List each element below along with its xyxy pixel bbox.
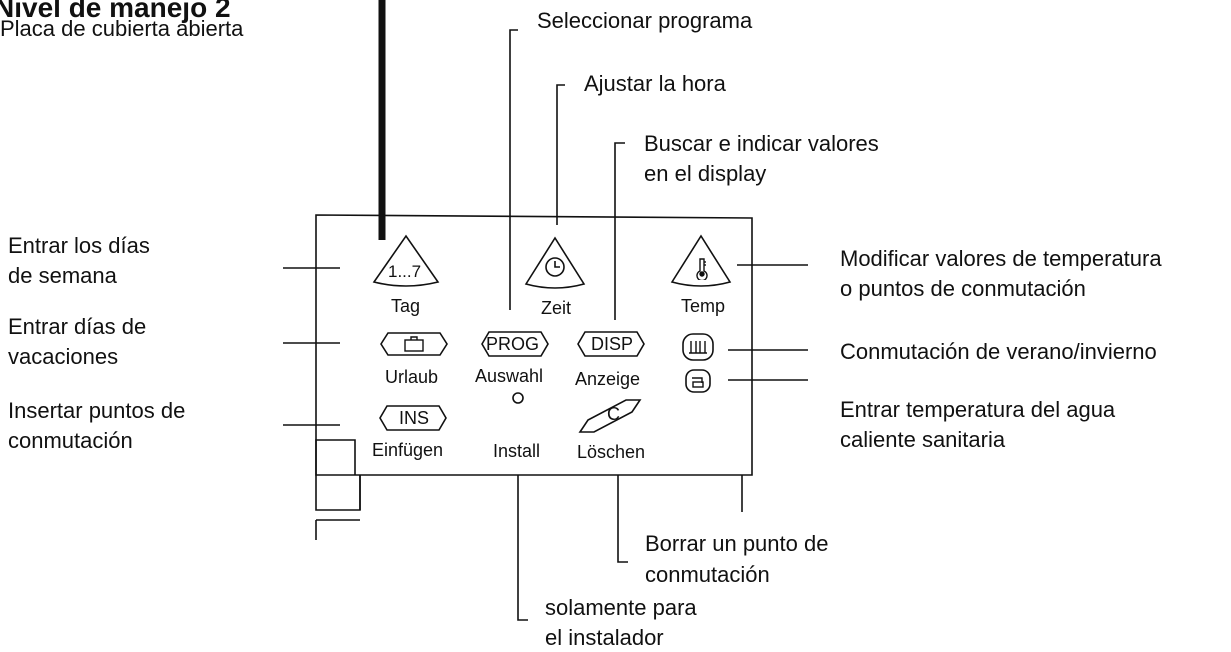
key-time-outline xyxy=(524,236,586,289)
key-prog-caption: Auswahl xyxy=(475,366,544,386)
key-disp-button[interactable]: DISP xyxy=(591,334,634,354)
key-temp-outline xyxy=(670,234,732,287)
key-faucet-outline xyxy=(685,369,711,393)
label-temp-2: o puntos de conmutación xyxy=(840,276,1086,301)
leader-delete xyxy=(617,475,628,563)
key-days-outline xyxy=(372,234,440,287)
key-radiator-outline xyxy=(682,333,714,361)
label-temp-1: Modificar valores de temperatura xyxy=(840,246,1162,271)
leader-display xyxy=(614,142,625,320)
key-ins-outline xyxy=(379,405,447,431)
key-hotwater-button[interactable] xyxy=(686,370,710,392)
label-summer-winter: Conmutación de verano/invierno xyxy=(840,339,1157,364)
leader-set-time xyxy=(556,84,565,225)
label-weekdays-1: Entrar los días xyxy=(8,233,150,258)
key-vacation-outline xyxy=(380,332,448,356)
label-hotwater-2: caliente sanitaria xyxy=(840,427,1006,452)
faucet-icon xyxy=(690,373,706,394)
clock-icon xyxy=(544,256,566,283)
key-days-caption: Tag xyxy=(391,296,421,316)
key-prog-button[interactable]: PROG xyxy=(486,334,540,354)
label-vacation-1: Entrar días de xyxy=(8,314,147,339)
label-insert-1: Insertar puntos de xyxy=(8,398,186,423)
stub-1 xyxy=(315,439,356,475)
key-install-caption: Install xyxy=(493,441,541,461)
label-display-1: Buscar e indicar valores xyxy=(644,131,879,156)
key-disp-caption: Anzeige xyxy=(575,369,641,389)
leader-select-program xyxy=(509,29,518,310)
key-vacation-caption: Urlaub xyxy=(385,367,439,387)
label-insert-2: conmutación xyxy=(8,428,133,453)
label-delete-2: conmutación xyxy=(645,562,770,587)
key-days-button[interactable]: 1...7 xyxy=(388,262,422,281)
key-clear-outline xyxy=(578,399,642,433)
key-disp-outline xyxy=(577,331,645,357)
key-clear-button[interactable]: C xyxy=(607,404,620,424)
label-vacation-2: vacaciones xyxy=(8,344,119,369)
thermometer-icon xyxy=(695,256,709,285)
key-vacation-button[interactable] xyxy=(381,333,447,355)
suitcase-icon xyxy=(403,336,425,357)
page-title: Nivel de manejo 2 xyxy=(0,0,231,23)
stub-2 xyxy=(315,475,361,511)
key-temp-button[interactable] xyxy=(674,236,730,288)
key-install-button[interactable] xyxy=(510,390,526,406)
key-ins-caption: Einfügen xyxy=(372,440,444,460)
label-display-2: en el display xyxy=(644,161,767,186)
install-pinhole xyxy=(512,392,524,404)
label-installer-1: solamente para xyxy=(545,595,697,620)
label-weekdays-2: de semana xyxy=(8,263,117,288)
label-installer-2: el instalador xyxy=(545,625,664,650)
label-delete-1: Borrar un punto de xyxy=(645,531,829,556)
leader-installer xyxy=(517,475,528,621)
key-ins-button[interactable]: INS xyxy=(399,408,430,428)
key-time-button[interactable] xyxy=(528,238,584,290)
label-select-program: Seleccionar programa xyxy=(537,8,753,33)
label-hotwater-1: Entrar temperatura del agua xyxy=(840,397,1116,422)
key-summer-winter-button[interactable] xyxy=(683,334,713,360)
panel-outline xyxy=(315,214,753,476)
key-clear-caption: Löschen xyxy=(577,442,646,462)
page-subtitle: Placa de cubierta abierta xyxy=(0,16,244,41)
key-time-caption: Zeit xyxy=(541,298,572,318)
label-set-time: Ajustar la hora xyxy=(584,71,726,96)
radiator-icon xyxy=(688,339,708,360)
key-prog-outline xyxy=(481,331,549,357)
key-temp-caption: Temp xyxy=(681,296,726,316)
